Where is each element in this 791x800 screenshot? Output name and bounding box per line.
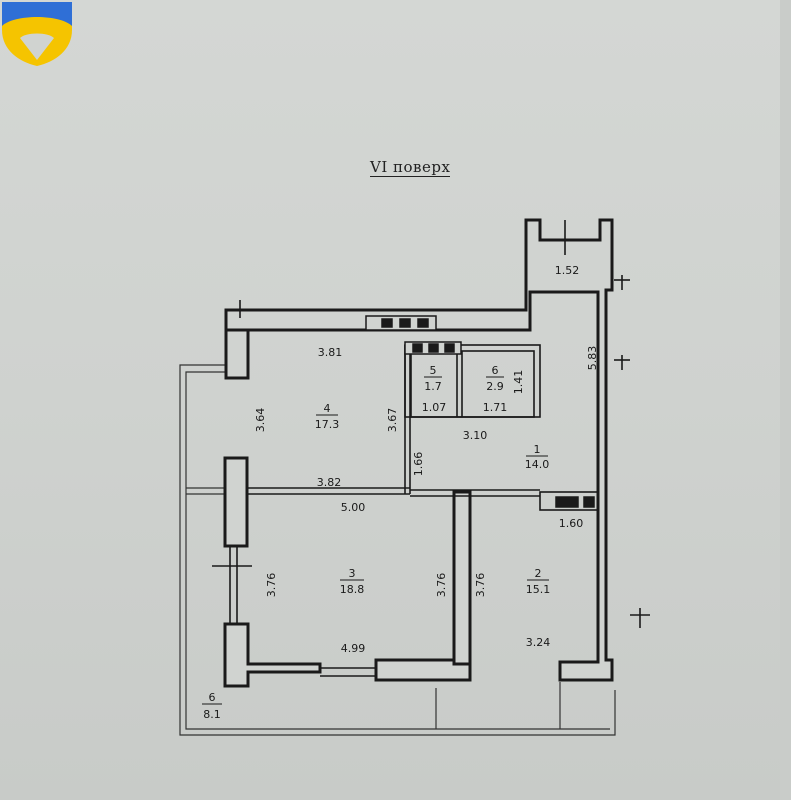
dim-label: 3.76 bbox=[435, 573, 448, 598]
floor-title: VI поверх bbox=[370, 158, 451, 177]
room-5-number: 5 bbox=[430, 364, 437, 377]
walls bbox=[223, 218, 614, 688]
room-6-area: 2.9 bbox=[486, 380, 504, 393]
balcony-area: 8.1 bbox=[203, 708, 221, 721]
dim-label: 3.81 bbox=[318, 346, 343, 359]
balcony-number: 6 bbox=[209, 691, 216, 704]
dim-label: 3.76 bbox=[474, 573, 487, 598]
dim-label: 1.41 bbox=[512, 370, 525, 395]
dim-label: 1.66 bbox=[412, 452, 425, 477]
vent-blocks bbox=[365, 315, 595, 508]
dim-label: 3.76 bbox=[265, 573, 278, 598]
room-2-area: 15.1 bbox=[526, 583, 551, 596]
room-4-area: 17.3 bbox=[315, 418, 340, 431]
room-3-number: 3 bbox=[349, 567, 356, 580]
room-labels: 1 14.0 2 15.1 3 18.8 4 17.3 5 1.7 6 2.9 … bbox=[202, 364, 550, 721]
dim-label: 3.82 bbox=[317, 476, 342, 489]
dim-label: 3.67 bbox=[386, 408, 399, 433]
logo-icon bbox=[2, 2, 72, 66]
dim-label: 1.60 bbox=[559, 517, 584, 530]
room-1-area: 14.0 bbox=[525, 458, 550, 471]
room-3-area: 18.8 bbox=[340, 583, 365, 596]
dim-label: 5.83 bbox=[586, 346, 599, 371]
balcony-outline bbox=[179, 364, 616, 736]
room-1-number: 1 bbox=[534, 443, 541, 456]
dim-label: 3.64 bbox=[254, 408, 267, 433]
dim-label: 3.24 bbox=[526, 636, 551, 649]
room-5-area: 1.7 bbox=[424, 380, 442, 393]
dim-label: 1.07 bbox=[422, 401, 447, 414]
dim-label: 3.10 bbox=[463, 429, 488, 442]
dim-label: 5.00 bbox=[341, 501, 366, 514]
dim-label: 1.71 bbox=[483, 401, 508, 414]
partitions bbox=[212, 220, 650, 677]
dimension-labels: 1.52 5.83 3.81 1.41 1.07 1.71 3.64 3.67 … bbox=[254, 264, 599, 655]
room-6-number: 6 bbox=[492, 364, 499, 377]
dim-label: 1.52 bbox=[555, 264, 580, 277]
dim-label: 4.99 bbox=[341, 642, 366, 655]
room-2-number: 2 bbox=[535, 567, 542, 580]
room-4-number: 4 bbox=[324, 402, 331, 415]
